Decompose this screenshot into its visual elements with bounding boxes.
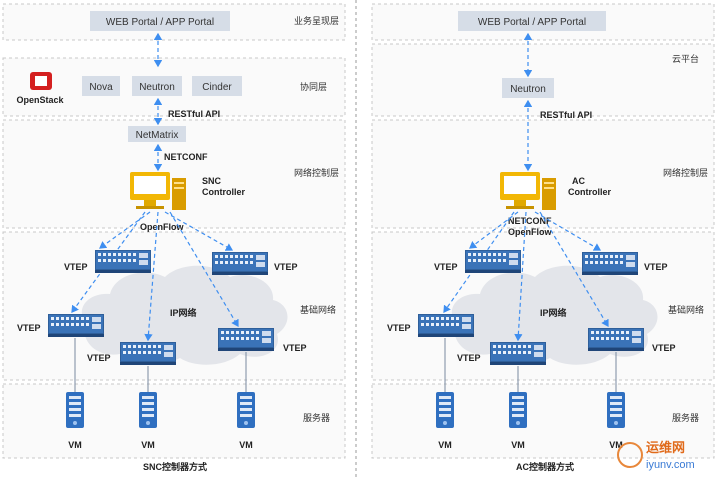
r-vtep-switch-5 [588, 328, 644, 351]
nova-box [82, 76, 120, 96]
vm-server-icon-1 [66, 392, 84, 428]
r-vm-server-icon-2 [509, 392, 527, 428]
right-panel: WEB Portal / APP Portal Neutron RESTful … [371, 3, 715, 472]
watermark: 运维网 iyunv.com [617, 440, 695, 471]
r-vtep-label-4: VTEP [457, 353, 481, 363]
r-netconf-label: NETCONF [508, 216, 552, 226]
neutron-box [132, 76, 182, 96]
netmatrix-label: NetMatrix [136, 130, 179, 141]
restful-api-label: RESTful API [168, 109, 220, 119]
r-web-portal-label: WEB Portal / APP Portal [478, 17, 586, 28]
openflow-label: OpenFlow [140, 222, 184, 232]
vtep-label-1: VTEP [64, 262, 88, 272]
right-caption: AC控制器方式 [516, 461, 574, 472]
r-vtep-switch-1 [465, 250, 521, 273]
r-arrow-vtep2 [534, 211, 602, 251]
vtep-switch-5 [218, 328, 274, 351]
vm-label-1: VM [68, 440, 82, 450]
nova-label: Nova [89, 82, 113, 93]
r-vtep-label-3: VTEP [387, 323, 411, 333]
r-layer-label-control: 网络控制层 [663, 167, 708, 178]
r-arrow-vtep5 [539, 211, 609, 328]
r-vm-label-2: VM [511, 440, 525, 450]
left-panel: WEB Portal / APP Portal OpenStack Nova N… [2, 3, 346, 472]
r-vtep-label-5: VTEP [652, 343, 676, 353]
vtep-label-3: VTEP [17, 323, 41, 333]
vtep-label-4: VTEP [87, 353, 111, 363]
r-control-layer-zone [371, 119, 715, 229]
openflow-arrow-vtep2 [164, 211, 234, 251]
openstack-icon [30, 72, 52, 90]
watermark-cn: 运维网 [646, 440, 685, 455]
vtep-switch-2 [212, 252, 268, 275]
layer-label-underlay: 基础网络 [300, 304, 336, 315]
r-vtep-switch-2 [582, 252, 638, 275]
controller-label-line1: SNC [202, 176, 222, 186]
vm-server-icon-2 [139, 392, 157, 428]
vtep-label-5: VTEP [283, 343, 307, 353]
vtep-label-2: VTEP [274, 262, 298, 272]
netconf-label: NETCONF [164, 152, 208, 162]
r-neutron-box [502, 78, 554, 98]
openflow-arrow-vtep1 [99, 211, 151, 249]
vm-server-icon-3 [237, 392, 255, 428]
r-layer-label-cloud: 云平台 [672, 53, 699, 64]
r-server-layer-zone [371, 383, 715, 459]
r-vtep-switch-3 [418, 314, 474, 337]
layer-label-control: 网络控制层 [294, 167, 339, 178]
r-layer-label-server: 服务器 [672, 412, 699, 423]
layer-label-server: 服务器 [303, 412, 330, 423]
layer-label-coordination: 协同层 [300, 81, 327, 92]
layer-label-presentation: 业务呈现层 [294, 15, 339, 26]
openstack-label: OpenStack [16, 95, 64, 105]
r-ip-network-label: IP网络 [540, 307, 567, 318]
left-caption: SNC控制器方式 [143, 461, 207, 472]
web-portal-label: WEB Portal / APP Portal [106, 17, 214, 28]
vm-label-2: VM [141, 440, 155, 450]
openflow-arrow-vtep4 [144, 211, 159, 342]
web-portal-box [90, 11, 230, 31]
vm-label-3: VM [239, 440, 253, 450]
vtep-switch-4 [120, 342, 176, 365]
cinder-box [192, 76, 242, 96]
r-controller-label-line2: Controller [568, 187, 611, 197]
r-controller-label-line1: AC [572, 176, 585, 186]
vtep-switch-3 [48, 314, 104, 337]
cinder-label: Cinder [202, 82, 232, 93]
r-web-portal-box [458, 11, 606, 31]
openflow-arrow-vtep5 [169, 211, 239, 328]
r-restful-api-label: RESTful API [540, 110, 592, 120]
r-vtep-label-2: VTEP [644, 262, 668, 272]
r-vtep-label-1: VTEP [434, 262, 458, 272]
r-vm-server-icon-3 [607, 392, 625, 428]
server-layer-zone [2, 383, 346, 459]
controller-label-line2: Controller [202, 187, 245, 197]
r-vtep-switch-4 [490, 342, 546, 365]
r-vm-label-1: VM [438, 440, 452, 450]
r-arrow-vtep4 [514, 211, 527, 342]
watermark-url: iyunv.com [646, 459, 695, 471]
r-neutron-label: Neutron [510, 84, 546, 95]
r-vm-label-3: VM [609, 440, 623, 450]
vtep-switch-1 [95, 250, 151, 273]
r-arrow-vtep3 [443, 211, 515, 313]
neutron-label: Neutron [139, 82, 175, 93]
r-layer-label-underlay: 基础网络 [668, 304, 704, 315]
r-openflow-label: OpenFlow [508, 227, 552, 237]
r-vm-server-icon-1 [436, 392, 454, 428]
watermark-logo-icon [617, 442, 643, 468]
netmatrix-box [128, 126, 186, 142]
ip-network-label: IP网络 [170, 307, 197, 318]
